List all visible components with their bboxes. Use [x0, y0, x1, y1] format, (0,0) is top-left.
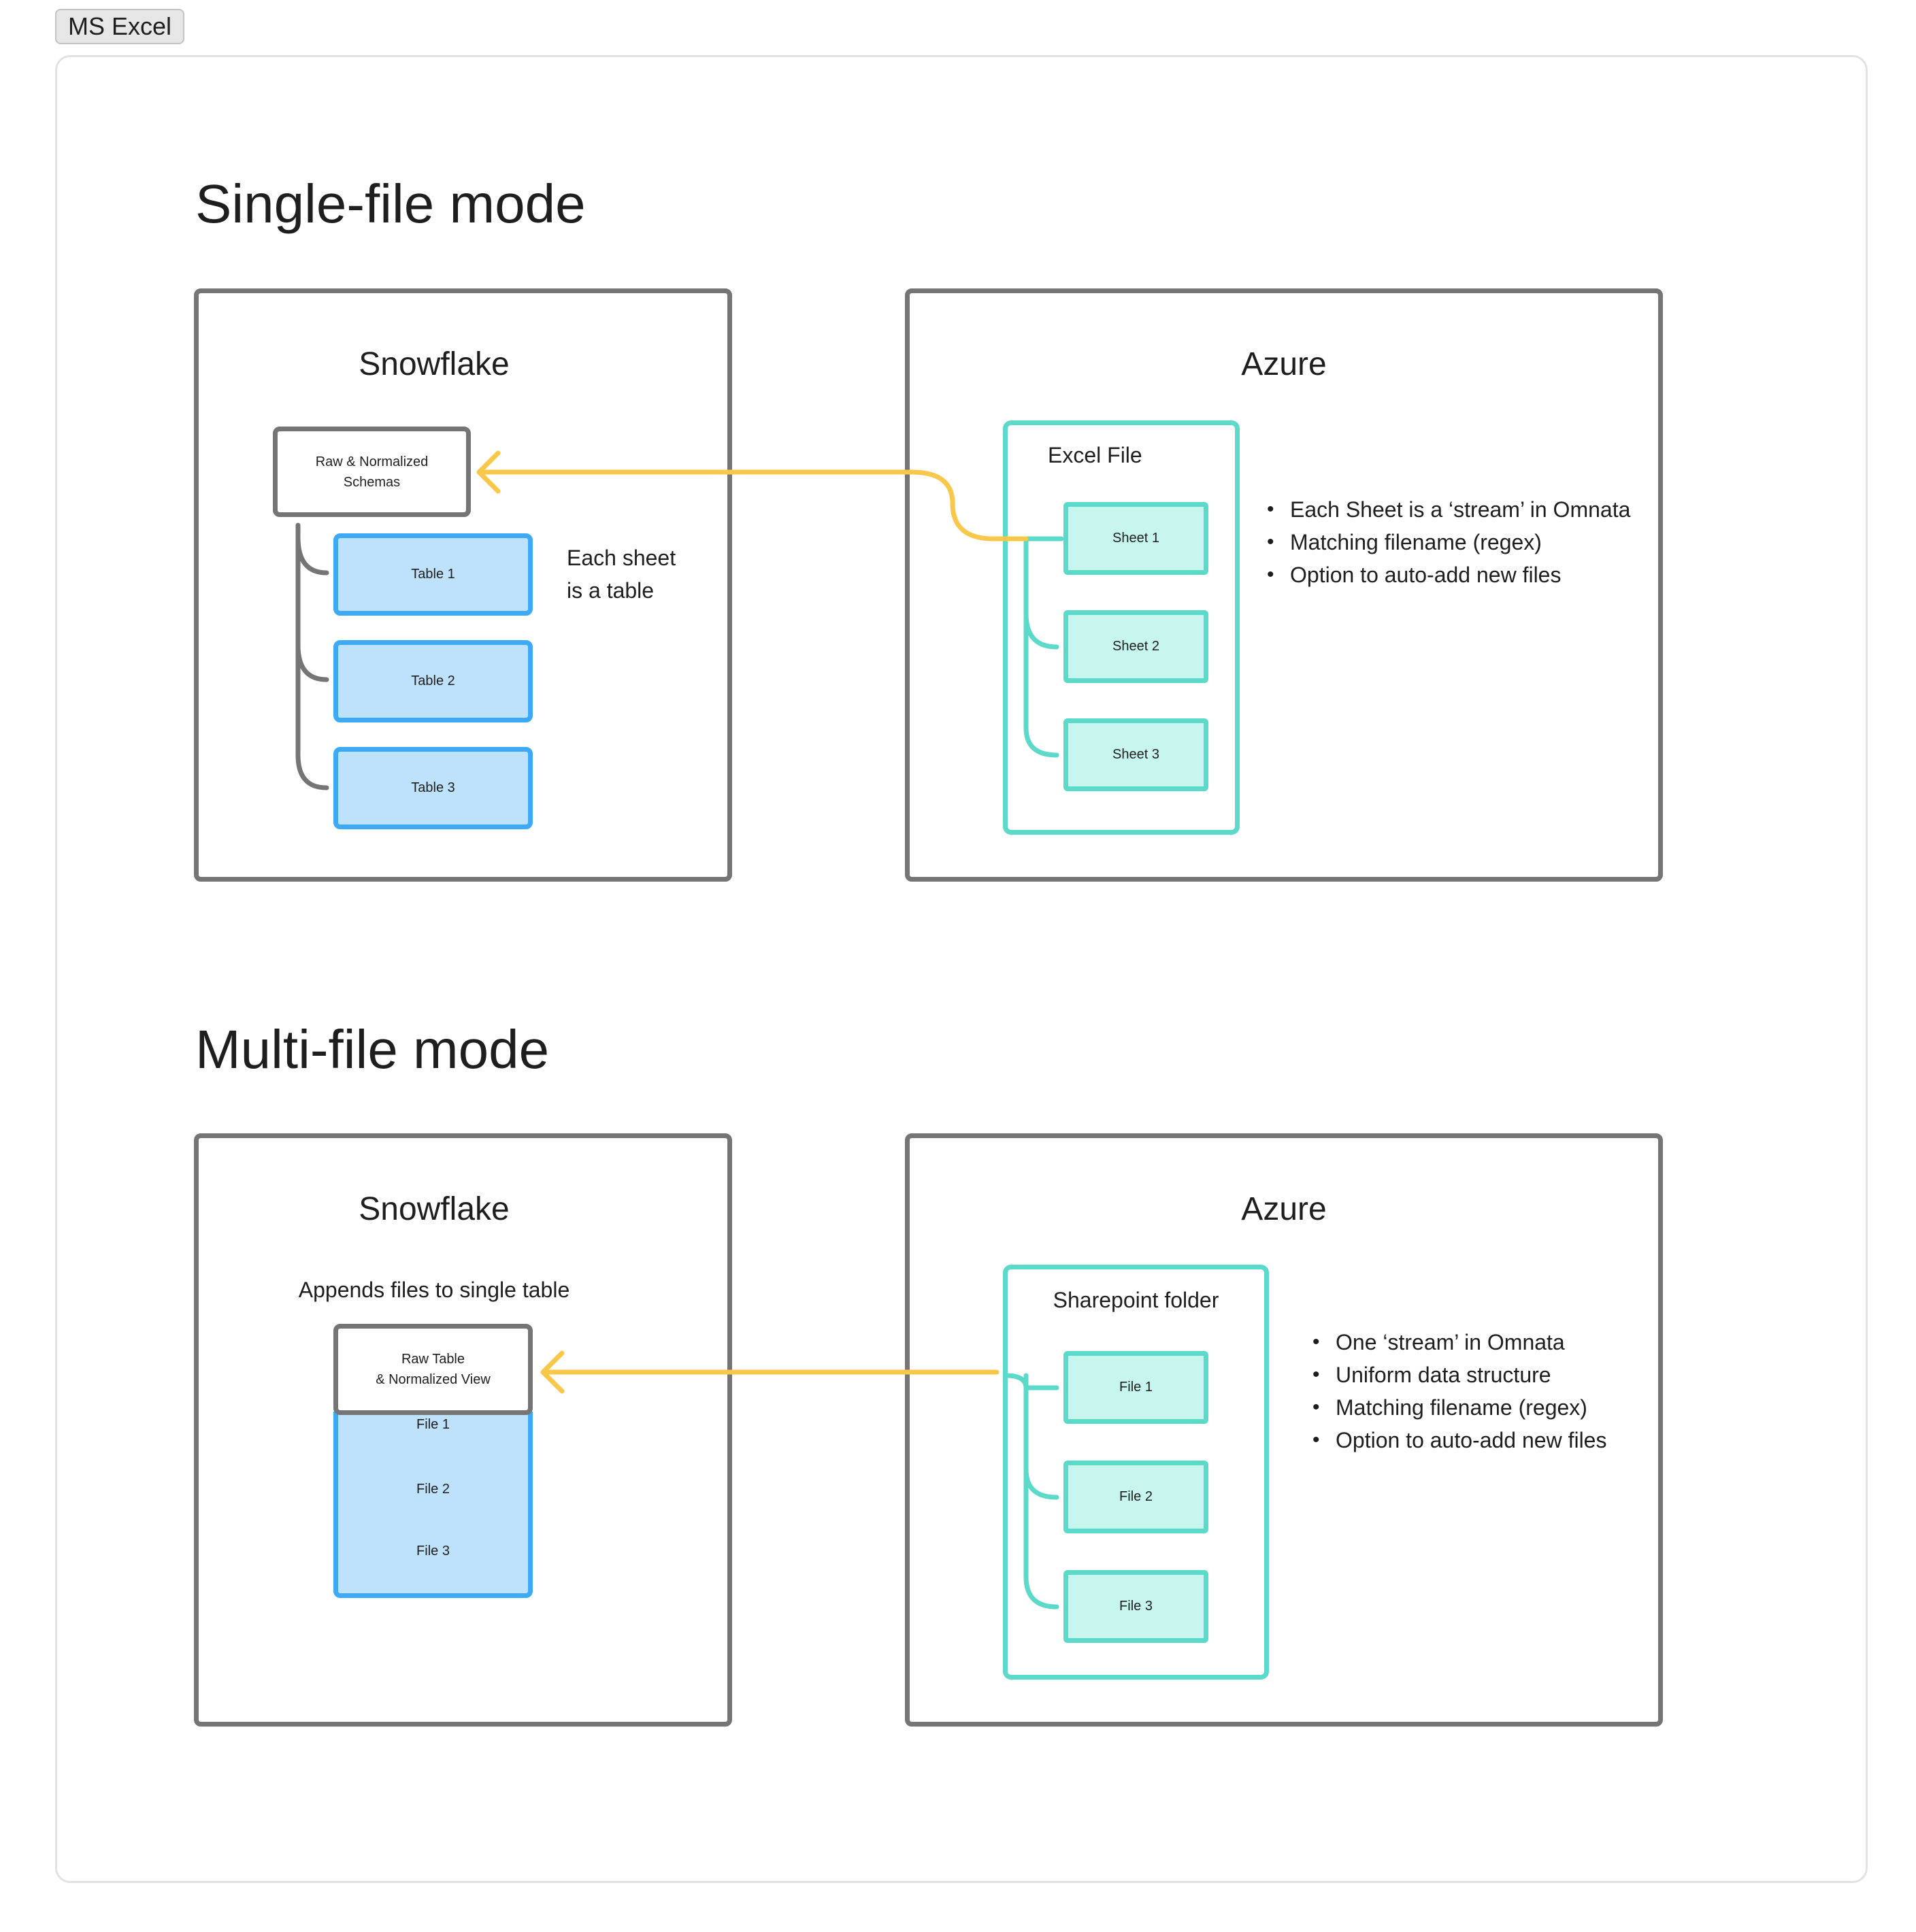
table-tree-branch-2 [295, 642, 329, 682]
sheet-2-box: Sheet 2 [1063, 610, 1208, 683]
single-bullet-item: Each Sheet is a ‘stream’ in Omnata [1267, 493, 1630, 526]
sheet-2-label: Sheet 2 [1112, 639, 1159, 654]
multi-file-mode-heading: Multi-file mode [195, 1019, 550, 1080]
excel-file-container [1003, 420, 1240, 835]
multi-bullet-item: Option to auto-add new files [1312, 1424, 1606, 1456]
single-bullet-item: Matching filename (regex) [1267, 526, 1630, 559]
single-azure-panel [905, 288, 1663, 882]
stack-file-1-label: File 1 [416, 1417, 450, 1432]
excel-file-label: Excel File [1048, 443, 1142, 467]
azure-file-1-box: File 1 [1063, 1351, 1208, 1424]
sheet-1-label: Sheet 1 [1112, 531, 1159, 546]
multi-bullet-item: One ‘stream’ in Omnata [1312, 1326, 1606, 1359]
multi-azure-bullet-list: One ‘stream’ in Omnata Uniform data stru… [1312, 1326, 1606, 1456]
file-tree-branch-1 [1003, 1373, 1059, 1390]
single-snowflake-title: Snowflake [359, 346, 510, 382]
table-2-label: Table 2 [411, 673, 455, 688]
multi-snowflake-panel [194, 1133, 732, 1727]
sheet-3-label: Sheet 3 [1112, 747, 1159, 762]
single-azure-bullet-list: Each Sheet is a ‘stream’ in Omnata Match… [1267, 493, 1630, 591]
schema-box: Raw & Normalized Schemas [273, 427, 471, 517]
stack-file-3-label: File 3 [416, 1544, 450, 1559]
stack-file-3: File 3 [333, 1531, 533, 1598]
table-3-label: Table 3 [411, 780, 455, 795]
azure-file-1-label: File 1 [1119, 1380, 1153, 1395]
file-tree-branch-2 [1023, 1467, 1059, 1500]
table-tree-connector [295, 522, 329, 790]
ms-excel-tag[interactable]: MS Excel [55, 9, 184, 44]
single-azure-title: Azure [1241, 346, 1327, 382]
single-snowflake-panel [194, 288, 732, 882]
azure-file-3-box: File 3 [1063, 1570, 1208, 1643]
azure-file-2-box: File 2 [1063, 1461, 1208, 1533]
appends-files-subtitle: Appends files to single table [298, 1278, 570, 1302]
stack-file-2-label: File 2 [416, 1482, 450, 1497]
file-tree-connector [1023, 1373, 1059, 1610]
multi-azure-panel [905, 1133, 1663, 1727]
single-flow-arrow [479, 469, 1029, 542]
each-sheet-note-line-1: Each sheet [567, 546, 676, 570]
table-2-box: Table 2 [333, 640, 533, 722]
azure-file-2-label: File 2 [1119, 1489, 1153, 1504]
sharepoint-folder-label: Sharepoint folder [1053, 1288, 1219, 1312]
table-1-label: Table 1 [411, 567, 455, 582]
multi-bullet-item: Uniform data structure [1312, 1359, 1606, 1391]
single-flow-arrowhead [476, 450, 501, 494]
multi-flow-arrowhead [540, 1350, 565, 1394]
each-sheet-note-line-2: is a table [567, 578, 655, 603]
sheet-tree-branch-2 [1023, 611, 1059, 650]
multi-bullet-item: Matching filename (regex) [1312, 1391, 1606, 1424]
azure-file-3-label: File 3 [1119, 1599, 1153, 1614]
single-file-mode-heading: Single-file mode [195, 173, 586, 234]
raw-table-box: Raw Table & Normalized View [333, 1324, 533, 1415]
single-bullet-item: Option to auto-add new files [1267, 559, 1630, 591]
sheet-tree-connector [1023, 536, 1059, 758]
table-3-box: Table 3 [333, 747, 533, 829]
table-tree-branch-1 [295, 535, 329, 576]
multi-azure-title: Azure [1241, 1191, 1327, 1227]
sharepoint-folder-container [1003, 1265, 1269, 1680]
sheet-1-box: Sheet 1 [1063, 502, 1208, 575]
table-1-box: Table 1 [333, 533, 533, 616]
sheet-3-box: Sheet 3 [1063, 718, 1208, 791]
multi-snowflake-title: Snowflake [359, 1191, 510, 1227]
